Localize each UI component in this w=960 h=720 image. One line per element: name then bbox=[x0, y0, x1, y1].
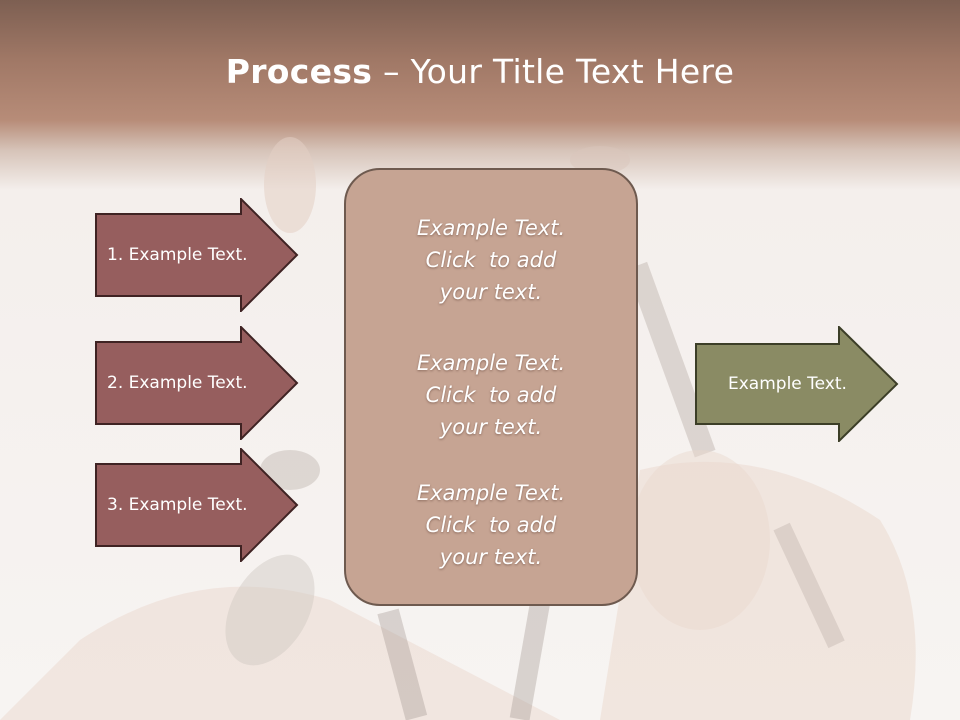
center-line: your text. bbox=[439, 280, 543, 304]
center-line: Example Text. bbox=[416, 351, 566, 375]
arrow-right-shape bbox=[95, 198, 299, 312]
center-text-block-1[interactable]: Example Text. Click to add your text. bbox=[344, 212, 638, 308]
left-arrow-1[interactable]: 1. Example Text. bbox=[95, 198, 299, 312]
center-text-block-2[interactable]: Example Text. Click to add your text. bbox=[344, 347, 638, 443]
left-arrow-label-2: 2. Example Text. bbox=[107, 373, 248, 393]
center-line: Example Text. bbox=[416, 216, 566, 240]
center-line: Example Text. bbox=[416, 481, 566, 505]
arrow-right-shape bbox=[695, 326, 899, 442]
center-line: Click to add bbox=[425, 513, 557, 537]
left-arrow-3[interactable]: 3. Example Text. bbox=[95, 448, 299, 562]
left-arrow-2[interactable]: 2. Example Text. bbox=[95, 326, 299, 440]
right-arrow-label: Example Text. bbox=[728, 374, 847, 394]
left-arrow-label-3: 3. Example Text. bbox=[107, 495, 248, 515]
center-line: your text. bbox=[439, 415, 543, 439]
center-line: Click to add bbox=[425, 383, 557, 407]
center-line: Click to add bbox=[425, 248, 557, 272]
center-line: your text. bbox=[439, 545, 543, 569]
title-rest: – Your Title Text Here bbox=[372, 52, 735, 91]
right-arrow[interactable]: Example Text. bbox=[695, 326, 899, 442]
left-arrow-label-1: 1. Example Text. bbox=[107, 245, 248, 265]
title-bold: Process bbox=[225, 52, 373, 91]
arrow-right-shape bbox=[95, 448, 299, 562]
slide-title: Process – Your Title Text Here bbox=[0, 52, 960, 91]
center-text-block-3[interactable]: Example Text. Click to add your text. bbox=[344, 477, 638, 573]
center-content-box[interactable] bbox=[344, 168, 638, 606]
arrow-right-shape bbox=[95, 326, 299, 440]
